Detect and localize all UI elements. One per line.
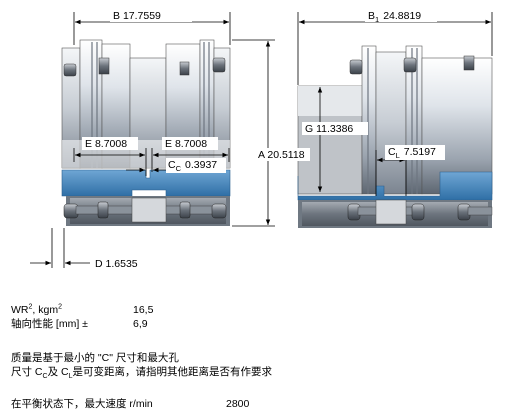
dim-e-right-label: E 8.7008 [165, 138, 207, 150]
bolt-icon [63, 201, 227, 219]
note-line-2: 尺寸 CC及 CL是可变距离，请指明其他距离是否有作要求 [11, 366, 272, 381]
speed-value: 2800 [226, 398, 250, 410]
spec-axial-value: 6,9 [133, 318, 148, 330]
spec-wr2-label: WR2, kgm2 [11, 303, 62, 317]
note-line-1: 质量是基于最小的 "C" 尺寸和最大孔 [11, 352, 179, 364]
bolt-icon [349, 55, 475, 75]
left-coupling [61, 39, 231, 226]
speed-label: 在平衡状态下，最大速度 r/min [11, 398, 153, 410]
right-coupling [297, 45, 493, 228]
spec-axial-label: 轴向性能 [mm] ± [11, 318, 88, 330]
dim-b-label: B 17.7559 [113, 10, 161, 22]
spec-wr2-value: 16,5 [133, 304, 154, 316]
dim-e-left-label: E 8.7008 [85, 138, 127, 150]
dim-g-label: G 11.3386 [305, 123, 353, 135]
bolt-icon [63, 57, 226, 77]
dim-a-label: A 20.5118 [258, 149, 305, 161]
dim-d-label: D 1.6535 [95, 258, 138, 270]
